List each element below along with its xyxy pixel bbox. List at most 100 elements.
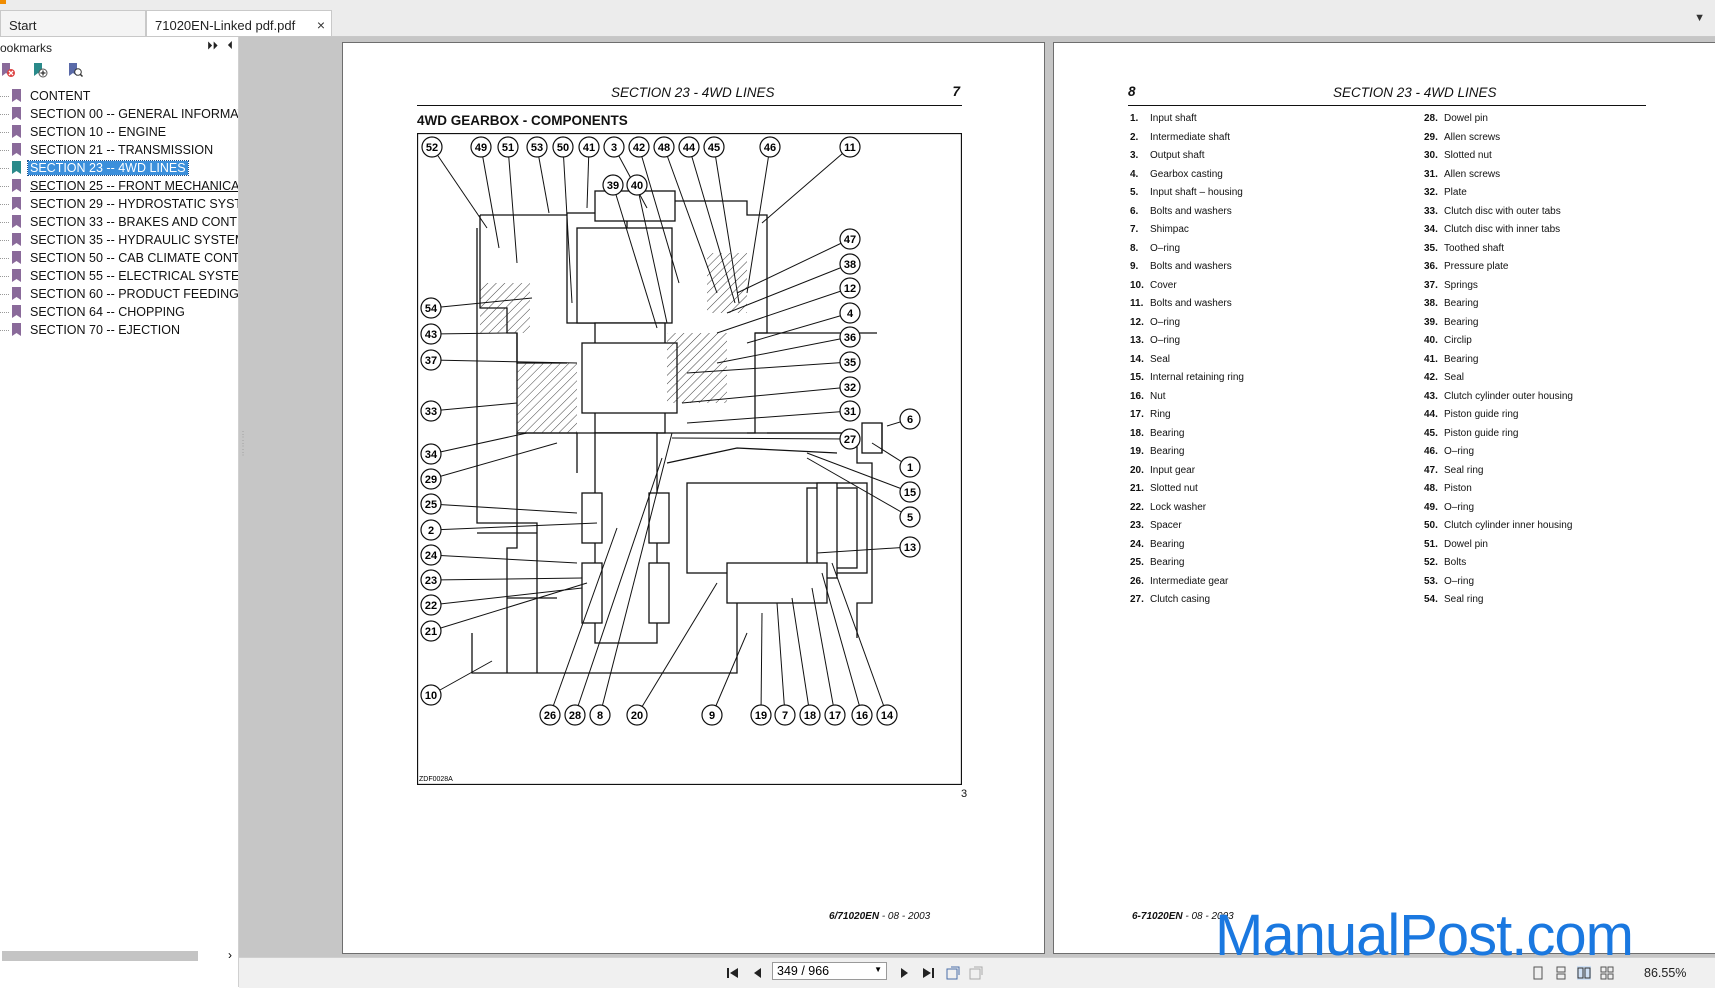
part-number: 1.	[1130, 113, 1139, 124]
part-description: Gearbox casting	[1150, 168, 1223, 180]
tabs-dropdown-icon[interactable]: ▼	[1694, 12, 1705, 24]
part-number: 34.	[1424, 224, 1438, 235]
leader-line	[599, 432, 673, 716]
part-number: 48.	[1424, 483, 1438, 494]
scroll-right-icon[interactable]: ›	[228, 948, 232, 962]
leader-line	[713, 146, 740, 304]
panel-splitter-handle[interactable]: ⋮⋮⋮	[239, 430, 247, 457]
bookmark-item[interactable]: SECTION 23 -- 4WD LINES	[0, 159, 238, 177]
callout-number: 22	[425, 600, 437, 612]
part-list-item: 44.Piston guide ring	[1424, 409, 1684, 428]
part-number: 6.	[1130, 205, 1139, 217]
sidebar-horizontal-scrollbar[interactable]: ›	[0, 947, 238, 963]
expand-panel-icon[interactable]: ⏵⏵	[207, 40, 218, 52]
zoom-level[interactable]: 86.55%	[1644, 966, 1687, 980]
page-number-input[interactable]: 349 / 966▼	[772, 962, 887, 980]
bookmark-label: SECTION 33 -- BRAKES AND CONTRO	[30, 215, 238, 229]
continuous-facing-view-icon[interactable]	[1600, 966, 1614, 980]
bookmark-item[interactable]: SECTION 70 -- EJECTION	[0, 321, 238, 339]
part-number: 23.	[1130, 520, 1144, 531]
prev-page-icon[interactable]	[751, 966, 765, 980]
callout-circle	[750, 704, 772, 726]
next-view-icon[interactable]	[968, 965, 984, 981]
part-number: 50.	[1424, 520, 1438, 531]
single-page-view-icon[interactable]	[1531, 966, 1545, 980]
part-list-item: 17.Ring	[1130, 409, 1390, 428]
callout-circle	[420, 684, 442, 706]
tree-connector	[0, 330, 9, 331]
tab-start[interactable]: Start	[0, 10, 146, 36]
part-number: 12.	[1130, 316, 1144, 328]
previous-view-icon[interactable]	[945, 965, 961, 981]
bookmark-item[interactable]: SECTION 55 -- ELECTRICAL SYSTEM	[0, 267, 238, 285]
bookmark-item[interactable]: CONTENT	[0, 87, 238, 105]
tree-connector	[0, 114, 9, 115]
part-number: 39.	[1424, 316, 1438, 328]
part-description: Circlip	[1444, 335, 1472, 346]
part-description: Allen screws	[1444, 131, 1501, 143]
leader-line	[806, 452, 911, 493]
bookmark-item[interactable]: SECTION 50 -- CAB CLIMATE CONTRC	[0, 249, 238, 267]
part-number: 3.	[1130, 150, 1139, 161]
part-description: Input gear	[1150, 464, 1196, 476]
section-header: SECTION 23 - 4WD LINES	[611, 85, 775, 100]
bookmark-item[interactable]: SECTION 00 -- GENERAL INFORMATIC	[0, 105, 238, 123]
part-description: O–ring	[1150, 242, 1181, 254]
bookmark-item[interactable]: SECTION 25 -- FRONT MECHANICAL D	[0, 177, 238, 195]
callout-circle	[420, 620, 442, 642]
part-number: 19.	[1130, 446, 1144, 457]
part-number: 27.	[1130, 594, 1144, 605]
delete-bookmark-icon[interactable]	[0, 62, 16, 78]
part-number: 30.	[1424, 150, 1438, 161]
part-number: 36.	[1424, 261, 1438, 272]
facing-view-icon[interactable]	[1577, 966, 1591, 980]
callout-circle	[839, 277, 861, 299]
part-list-item: 11.Bolts and washers	[1130, 298, 1390, 317]
callout-circle	[564, 704, 586, 726]
bookmark-item[interactable]: SECTION 21 -- TRANSMISSION	[0, 141, 238, 159]
collapse-panel-icon[interactable]: ⏴	[227, 40, 234, 52]
bookmark-icon	[12, 179, 21, 192]
bookmark-item[interactable]: SECTION 29 -- HYDROSTATIC SYSTE	[0, 195, 238, 213]
part-list-item: 51.Dowel pin	[1424, 539, 1684, 558]
continuous-view-icon[interactable]	[1554, 966, 1568, 980]
leader-line	[746, 312, 851, 344]
first-page-icon[interactable]	[726, 966, 740, 980]
bookmark-icon	[12, 287, 21, 300]
bookmark-item[interactable]: SECTION 33 -- BRAKES AND CONTRO	[0, 213, 238, 231]
callout-number: 32	[844, 382, 856, 394]
part-number: 11.	[1130, 298, 1144, 309]
bookmark-icon	[12, 323, 21, 336]
app-accent-mark	[0, 0, 6, 4]
bookmark-icon	[12, 197, 21, 210]
page-dropdown-icon[interactable]: ▼	[874, 965, 882, 974]
callout-number: 26	[544, 710, 556, 722]
last-page-icon[interactable]	[921, 966, 935, 980]
bookmark-item[interactable]: SECTION 64 -- CHOPPING	[0, 303, 238, 321]
callout-number: 4	[847, 308, 854, 320]
find-bookmark-icon[interactable]	[67, 62, 83, 78]
tab-close-icon[interactable]: ×	[316, 17, 325, 33]
leader-line	[430, 660, 493, 696]
bookmark-item[interactable]: SECTION 35 -- HYDRAULIC SYSTEM	[0, 231, 238, 249]
callout-number: 54	[425, 303, 438, 315]
callout-number: 40	[631, 180, 643, 192]
next-page-icon[interactable]	[897, 966, 911, 980]
part-description: Bolts and washers	[1150, 205, 1232, 217]
part-number: 42.	[1424, 372, 1438, 383]
part-list-item: 30.Slotted nut	[1424, 150, 1684, 169]
bookmark-item[interactable]: SECTION 10 -- ENGINE	[0, 123, 238, 141]
bookmark-item[interactable]: SECTION 60 -- PRODUCT FEEDING	[0, 285, 238, 303]
leader-line	[430, 297, 533, 309]
part-number: 20.	[1130, 464, 1144, 476]
bookmark-label: SECTION 35 -- HYDRAULIC SYSTEM	[30, 233, 238, 247]
part-description: Cover	[1150, 279, 1177, 291]
callout-number: 25	[425, 499, 437, 511]
scrollbar-thumb[interactable]	[2, 951, 198, 961]
tab-document[interactable]: 71020EN-Linked pdf.pdf ×	[146, 10, 332, 36]
tree-connector	[0, 132, 9, 133]
part-number: 43.	[1424, 390, 1438, 402]
part-description: Bearing	[1444, 353, 1479, 365]
add-bookmark-icon[interactable]	[32, 62, 48, 78]
